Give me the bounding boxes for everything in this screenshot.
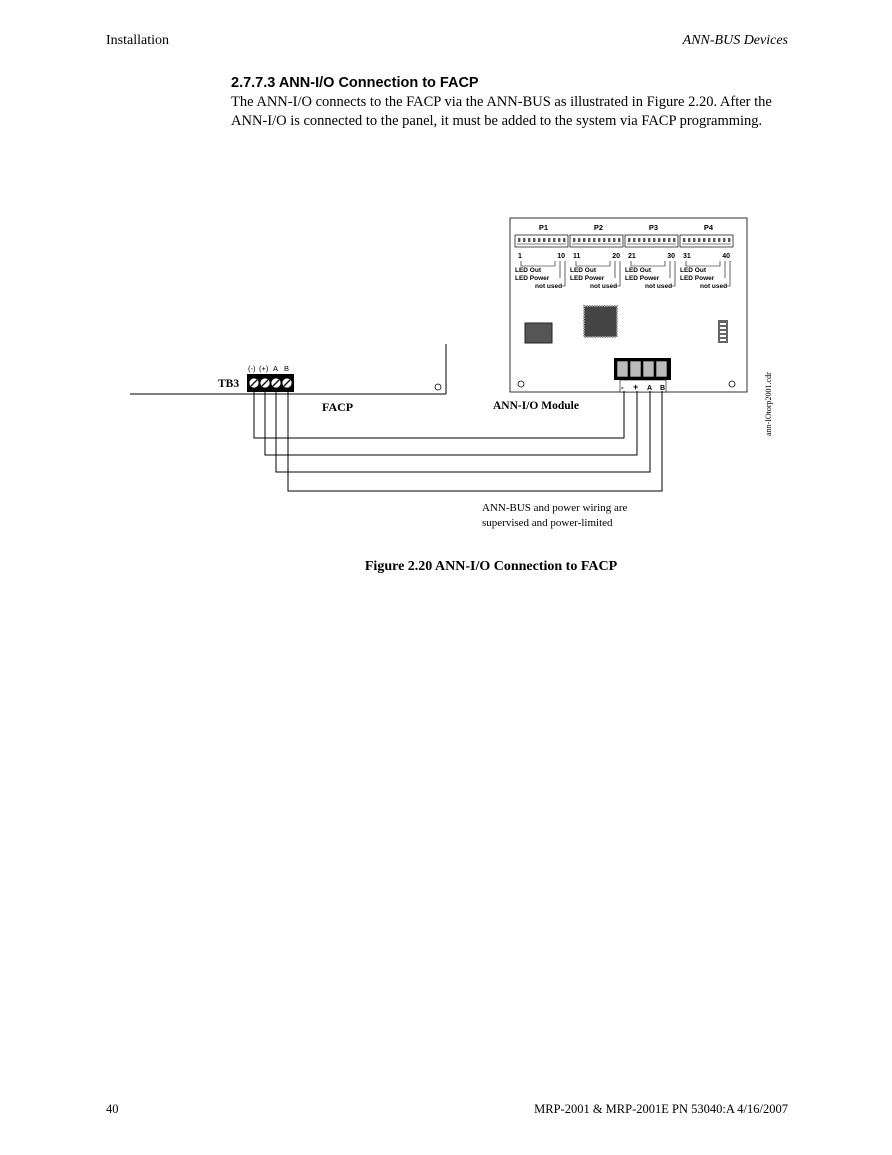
pin-label-led-out: LED Out xyxy=(625,267,652,274)
connector-pin xyxy=(633,238,636,242)
connector-pin xyxy=(718,238,721,242)
module-terminal-a: A xyxy=(647,385,652,392)
header-section-name: Installation xyxy=(106,33,169,48)
connector-pin xyxy=(553,238,556,242)
connector-start-pin: 21 xyxy=(628,253,636,260)
connector-pin xyxy=(708,238,711,242)
connector-pin xyxy=(723,238,726,242)
tb3-terminal-b: B xyxy=(284,364,289,373)
tb3-terminal-block: (-) (+) A B xyxy=(247,364,294,392)
connector-pin xyxy=(628,238,631,242)
connector-name: P4 xyxy=(704,223,714,232)
connector-end-pin: 30 xyxy=(667,253,675,260)
connector-pin xyxy=(668,238,671,242)
connector-pin xyxy=(538,238,541,242)
pin-label-led-power: LED Power xyxy=(515,275,550,282)
connector-pin xyxy=(558,238,561,242)
connector-pin xyxy=(578,238,581,242)
tb3-label: TB3 xyxy=(218,378,239,390)
connector-pin xyxy=(703,238,706,242)
connector-start-pin: 1 xyxy=(518,253,522,260)
connector-pin xyxy=(618,238,621,242)
connector-pin xyxy=(593,238,596,242)
connector-end-pin: 20 xyxy=(612,253,620,260)
module-terminal-pos: + xyxy=(633,382,638,392)
connector-pin xyxy=(528,238,531,242)
pin-label-not-used: not used xyxy=(590,283,617,290)
pin-label-led-power: LED Power xyxy=(570,275,605,282)
connector-pin xyxy=(583,238,586,242)
tb3-terminal-a: A xyxy=(273,364,278,373)
pin-label-not-used: not used xyxy=(700,283,727,290)
connector-pin xyxy=(523,238,526,242)
connector-pin xyxy=(588,238,591,242)
connector-pin xyxy=(533,238,536,242)
pin-label-led-out: LED Out xyxy=(515,267,542,274)
connector-start-pin: 31 xyxy=(683,253,691,260)
connector-pin xyxy=(598,238,601,242)
connector-pin xyxy=(613,238,616,242)
section-paragraph: The ANN-I/O connects to the FACP via the… xyxy=(231,94,772,129)
module-terminal-b: B xyxy=(660,385,665,392)
footer-document-reference: MRP-2001 & MRP-2001E PN 53040:A 4/16/200… xyxy=(534,1102,788,1116)
tb3-terminal-pos: (+) xyxy=(259,364,269,373)
facp-label: FACP xyxy=(322,400,353,414)
connector-pin xyxy=(648,238,651,242)
connector-pin xyxy=(658,238,661,242)
connector-pin xyxy=(713,238,716,242)
connector-pin xyxy=(638,238,641,242)
connector-pin xyxy=(608,238,611,242)
wiring-note-line-1: ANN-BUS and power wiring are xyxy=(482,502,628,514)
connector-pin xyxy=(693,238,696,242)
module-label: ANN-I/O Module xyxy=(493,400,579,412)
section-heading: 2.7.7.3 ANN-I/O Connection to FACP xyxy=(231,75,479,91)
tb3-terminal-neg: (-) xyxy=(248,364,256,373)
header-chapter-name: ANN-BUS Devices xyxy=(682,33,788,48)
processor-chip xyxy=(583,305,618,338)
wiring-note-line-2: supervised and power-limited xyxy=(482,517,613,529)
connector-pin xyxy=(603,238,606,242)
ann-bus-wiring xyxy=(253,391,663,492)
connector-pin xyxy=(663,238,666,242)
connector-pin xyxy=(543,238,546,242)
pin-label-led-out: LED Out xyxy=(570,267,597,274)
drawing-file-reference: ann-IOtorp2001.cdr xyxy=(764,372,773,436)
small-chip xyxy=(524,322,553,344)
pin-label-led-out: LED Out xyxy=(680,267,707,274)
connector-pin xyxy=(643,238,646,242)
pin-label-led-power: LED Power xyxy=(625,275,660,282)
connector-pin xyxy=(683,238,686,242)
connector-pin xyxy=(518,238,521,242)
footer-page-number: 40 xyxy=(106,1102,119,1116)
figure-caption: Figure 2.20 ANN-I/O Connection to FACP xyxy=(364,559,618,574)
module-terminal-neg: - xyxy=(621,383,624,392)
module-terminal-block: - + A B xyxy=(614,358,671,393)
connector-name: P2 xyxy=(594,223,603,232)
pin-label-led-power: LED Power xyxy=(680,275,715,282)
connector-pin xyxy=(563,238,566,242)
connector-pin xyxy=(548,238,551,242)
connector-start-pin: 11 xyxy=(573,253,581,260)
pin-label-not-used: not used xyxy=(535,283,562,290)
pin-label-not-used: not used xyxy=(645,283,672,290)
connector-name: P1 xyxy=(539,223,548,232)
connector-end-pin: 10 xyxy=(557,253,565,260)
connector-name: P3 xyxy=(649,223,658,232)
connector-end-pin: 40 xyxy=(722,253,730,260)
connector-pin xyxy=(728,238,731,242)
connector-pin xyxy=(698,238,701,242)
connector-pin xyxy=(688,238,691,242)
connector-pin xyxy=(573,238,576,242)
connector-pin xyxy=(653,238,656,242)
connector-pin xyxy=(673,238,676,242)
